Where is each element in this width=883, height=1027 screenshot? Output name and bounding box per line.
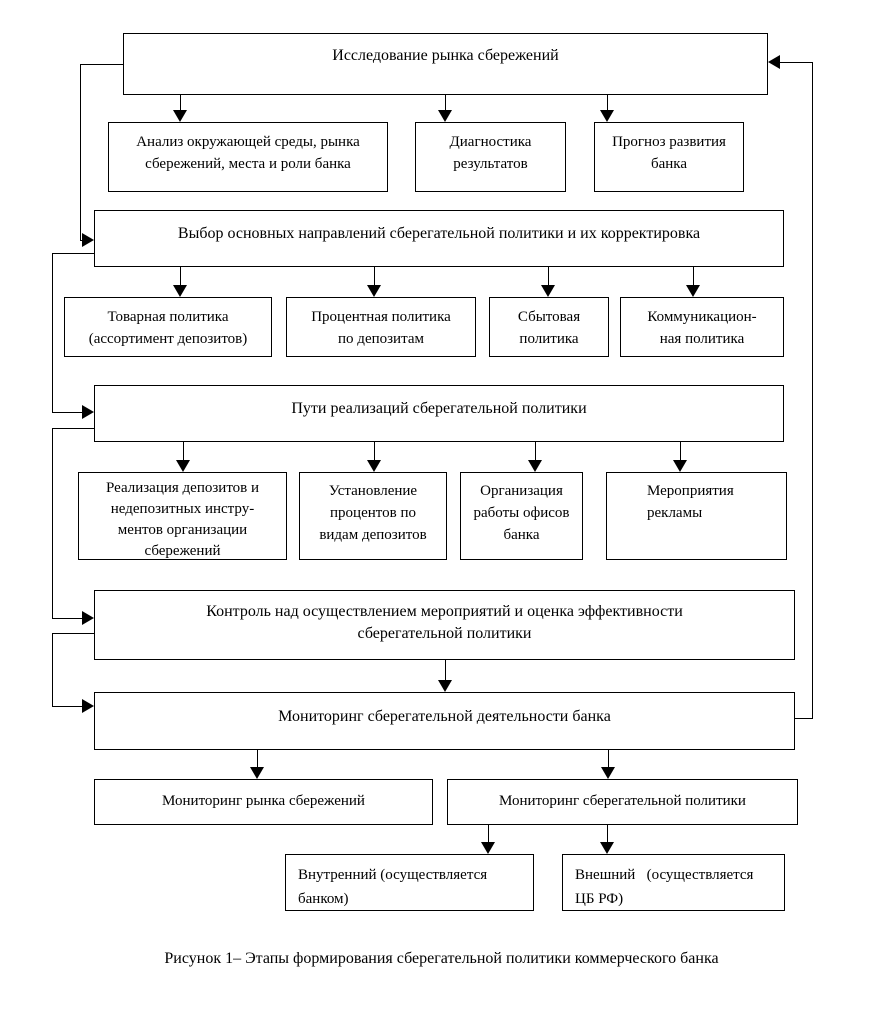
- connector-line: [52, 412, 83, 413]
- node-monitoring-policy: Мониторинг сберегательной политики: [447, 779, 798, 825]
- node-diagnostics: Диагностика результатов: [415, 122, 566, 192]
- arrow-down-icon: [541, 285, 555, 297]
- arrow-down-icon: [686, 285, 700, 297]
- figure-caption: Рисунок 1– Этапы формирования сберегател…: [164, 950, 719, 967]
- connector-line: [535, 442, 536, 462]
- node-forecast: Прогноз развития банка: [594, 122, 744, 192]
- connector-line: [80, 64, 123, 65]
- connector-line: [445, 95, 446, 112]
- arrow-down-icon: [173, 110, 187, 122]
- arrow-down-icon: [673, 460, 687, 472]
- connector-line: [52, 633, 94, 634]
- connector-line: [52, 253, 53, 412]
- connector-line: [183, 442, 184, 462]
- connector-line: [52, 428, 94, 429]
- node-communication-policy: Коммуникацион- ная политика: [620, 297, 784, 357]
- node-directions: Выбор основных направлений сберегательно…: [94, 210, 784, 267]
- node-ways: Пути реализаций сберегательной политики: [94, 385, 784, 442]
- arrow-right-icon: [82, 611, 94, 625]
- arrow-down-icon: [528, 460, 542, 472]
- connector-line: [52, 253, 94, 254]
- connector-line: [180, 95, 181, 112]
- connector-line: [812, 62, 813, 719]
- node-office-organization: Организация работы офисов банка: [460, 472, 583, 560]
- connector-line: [607, 825, 608, 844]
- connector-line: [693, 267, 694, 287]
- connector-line: [257, 750, 258, 769]
- connector-line: [374, 267, 375, 287]
- arrow-down-icon: [173, 285, 187, 297]
- connector-line: [680, 442, 681, 462]
- arrow-down-icon: [600, 842, 614, 854]
- connector-line: [608, 750, 609, 769]
- arrow-down-icon: [176, 460, 190, 472]
- arrow-left-icon: [768, 55, 780, 69]
- node-deposit-realization: Реализация депозитов и недепозитных инст…: [78, 472, 287, 560]
- arrow-down-icon: [481, 842, 495, 854]
- node-sales-policy: Сбытовая политика: [489, 297, 609, 357]
- node-monitoring-market: Мониторинг рынка сбережений: [94, 779, 433, 825]
- connector-line: [548, 267, 549, 287]
- arrow-down-icon: [367, 460, 381, 472]
- connector-line: [374, 442, 375, 462]
- connector-line: [52, 428, 53, 618]
- connector-line: [780, 62, 813, 63]
- arrow-down-icon: [600, 110, 614, 122]
- arrow-right-icon: [82, 699, 94, 713]
- arrow-down-icon: [367, 285, 381, 297]
- connector-line: [52, 618, 83, 619]
- connector-line: [795, 718, 813, 719]
- connector-line: [488, 825, 489, 844]
- node-external-monitoring: Внешний (осуществляется ЦБ РФ): [562, 854, 785, 911]
- node-rate-setting: Установление процентов по видам депозито…: [299, 472, 447, 560]
- arrow-down-icon: [250, 767, 264, 779]
- connector-line: [445, 660, 446, 682]
- node-analysis: Анализ окружающей среды, рынка сбережени…: [108, 122, 388, 192]
- connector-line: [180, 267, 181, 287]
- node-monitoring: Мониторинг сберегательной деятельности б…: [94, 692, 795, 750]
- arrow-right-icon: [82, 233, 94, 247]
- connector-line: [607, 95, 608, 112]
- node-product-policy: Товарная политика (ассортимент депозитов…: [64, 297, 272, 357]
- node-advertising: Мероприятия рекламы: [606, 472, 787, 560]
- connector-line: [52, 633, 53, 706]
- node-control: Контроль над осуществлением мероприятий …: [94, 590, 795, 660]
- arrow-down-icon: [438, 110, 452, 122]
- connector-line: [80, 64, 81, 240]
- node-internal-monitoring: Внутренний (осуществляется банком): [285, 854, 534, 911]
- arrow-down-icon: [438, 680, 452, 692]
- connector-line: [52, 706, 83, 707]
- node-research: Исследование рынка сбережений: [123, 33, 768, 95]
- node-interest-policy: Процентная политика по депозитам: [286, 297, 476, 357]
- arrow-right-icon: [82, 405, 94, 419]
- arrow-down-icon: [601, 767, 615, 779]
